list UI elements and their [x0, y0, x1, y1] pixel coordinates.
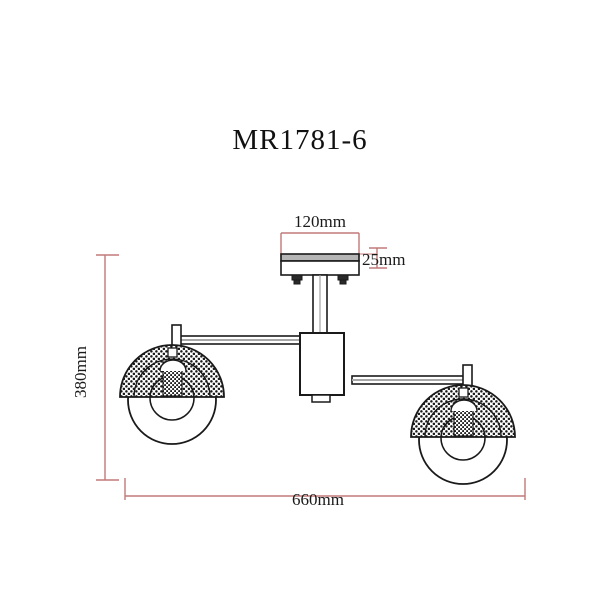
- right-horizontal-arm: [351, 364, 473, 398]
- dimension-25mm: [359, 247, 387, 269]
- mounting-screws: [291, 274, 349, 285]
- page-title: MR1781-6: [232, 124, 368, 156]
- vertical-support-stem: [312, 274, 328, 334]
- dimension-label-660mm: 660mm: [292, 490, 344, 509]
- dimension-380mm: [96, 254, 119, 481]
- dimension-660mm: [124, 478, 526, 500]
- dimension-lines: [96, 232, 526, 500]
- central-body-box: [299, 332, 345, 403]
- ceiling-mount-plate: [280, 253, 360, 285]
- dimension-label-380mm: 380mm: [71, 294, 91, 398]
- dimension-label-25mm: 25mm: [362, 250, 406, 269]
- dimension-label-120mm: 120mm: [294, 212, 346, 231]
- left-mesh-globe-shade: [119, 344, 225, 445]
- dimension-120mm: [280, 232, 360, 257]
- right-mesh-globe-shade: [410, 384, 516, 485]
- dimension-label-380mm-text: 380mm: [71, 346, 90, 398]
